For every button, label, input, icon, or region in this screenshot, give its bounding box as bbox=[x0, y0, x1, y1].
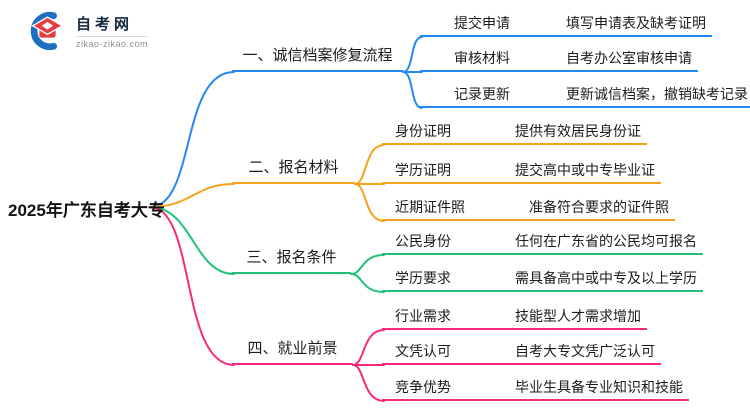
detail-label: 填写申请表及缺考证明 bbox=[566, 15, 706, 31]
subtopic-label: 学历证明 bbox=[395, 162, 451, 178]
subtopic-label: 行业需求 bbox=[395, 308, 451, 324]
branch-2-label: 二、报名材料 bbox=[232, 158, 355, 184]
subtopic-label: 记录更新 bbox=[454, 86, 510, 102]
mindmap-row: 行业需求 技能型人才需求增加 bbox=[382, 306, 647, 330]
mindmap-row: 记录更新 更新诚信档案，撤销缺考记录 bbox=[420, 84, 750, 108]
detail-label: 需具备高中或中专及以上学历 bbox=[515, 270, 697, 286]
mindmap-row: 身份证明 提供有效居民身份证 bbox=[382, 121, 647, 145]
subtopic-label: 提交申请 bbox=[454, 15, 510, 31]
subtopic-label: 文凭认可 bbox=[395, 343, 451, 359]
mindmap-row: 近期证件照 准备符合要求的证件照 bbox=[382, 197, 675, 221]
subtopic-label: 审核材料 bbox=[454, 50, 510, 66]
logo-domain: zikao-zikao.com bbox=[76, 36, 149, 49]
subtopic-label: 身份证明 bbox=[395, 123, 451, 139]
mindmap-row: 公民身份 任何在广东省的公民均可报名 bbox=[382, 231, 703, 255]
mindmap-row: 竞争优势 毕业生具备专业知识和技能 bbox=[382, 377, 689, 401]
detail-label: 毕业生具备专业知识和技能 bbox=[515, 379, 683, 395]
mindmap-row: 提交申请 填写申请表及缺考证明 bbox=[420, 13, 712, 37]
detail-label: 准备符合要求的证件照 bbox=[529, 199, 669, 215]
subtopic-label: 近期证件照 bbox=[395, 199, 465, 215]
detail-label: 自考大专文凭广泛认可 bbox=[515, 343, 655, 359]
logo: 自考网 zikao-zikao.com bbox=[26, 10, 149, 52]
subtopic-label: 学历要求 bbox=[395, 270, 451, 286]
logo-title: 自考网 bbox=[76, 16, 134, 33]
subtopic-label: 竞争优势 bbox=[395, 379, 451, 395]
detail-label: 技能型人才需求增加 bbox=[515, 308, 641, 324]
detail-label: 更新诚信档案，撤销缺考记录 bbox=[566, 86, 748, 102]
detail-label: 提供有效居民身份证 bbox=[515, 123, 641, 139]
detail-label: 自考办公室审核申请 bbox=[566, 50, 692, 66]
branch-3-label: 三、报名条件 bbox=[232, 248, 351, 274]
branch-4-label: 四、就业前景 bbox=[232, 339, 353, 365]
branch-1-label: 一、诚信档案修复流程 bbox=[232, 46, 403, 72]
detail-label: 任何在广东省的公民均可报名 bbox=[515, 233, 697, 249]
detail-label: 提交高中或中专毕业证 bbox=[515, 162, 655, 178]
mindmap-row: 学历要求 需具备高中或中专及以上学历 bbox=[382, 268, 703, 292]
graduation-cap-icon bbox=[30, 11, 64, 51]
subtopic-label: 公民身份 bbox=[395, 233, 451, 249]
mindmap-row: 审核材料 自考办公室审核申请 bbox=[420, 48, 698, 72]
root-node: 2025年广东自考大专 bbox=[8, 201, 165, 220]
mindmap-row: 文凭认可 自考大专文凭广泛认可 bbox=[382, 341, 661, 365]
mindmap-row: 学历证明 提交高中或中专毕业证 bbox=[382, 160, 661, 184]
logo-text: 自考网 zikao-zikao.com bbox=[76, 13, 149, 49]
